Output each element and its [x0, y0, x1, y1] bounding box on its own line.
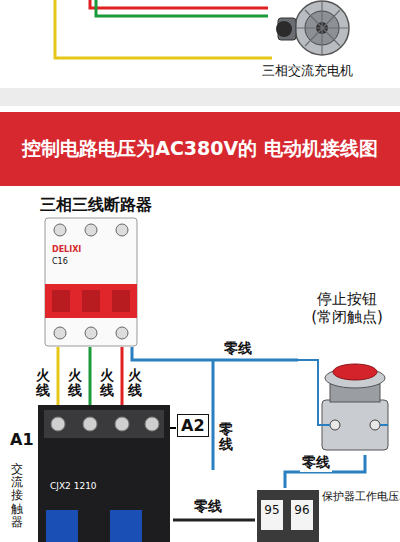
wire-label: 零线 [222, 340, 254, 358]
brand-mark: DELIXI [52, 245, 81, 254]
breaker-node: 三相三线断路器DELIXIC16 [40, 195, 145, 347]
rating-mark: C16 [52, 257, 68, 266]
terminal-label: A2 [177, 414, 209, 437]
part-label: 三相交流充电机 [262, 62, 353, 80]
wire [285, 455, 365, 488]
wire [173, 519, 255, 522]
part-heading: 三相三线断路器 [40, 195, 152, 216]
part-heading: 停止按钮 (常闭触点) [298, 290, 396, 326]
wire-label: 火线 [100, 368, 114, 399]
wire-label: 火线 [36, 368, 50, 399]
wire-label: 零线 [192, 498, 224, 516]
stop-button-illustration [298, 360, 388, 450]
contactor-illustration [38, 405, 176, 542]
separator-band [0, 88, 400, 106]
terminal-label: A1 [10, 430, 34, 449]
wire-label: 火线 [128, 368, 142, 399]
top-wires [55, 0, 272, 58]
contactor-node: 交流接触器 CJX2 1210 [8, 405, 173, 542]
wire [89, 347, 92, 405]
wire-label: 火线 [68, 368, 82, 399]
part-heading: 交流接触器 [11, 463, 23, 529]
terminal-number: 96 [291, 503, 313, 517]
wire-label: 零线 [300, 454, 332, 472]
wire-label: 零线 [219, 422, 233, 453]
banner-title: 控制电路电压为AC380V的 电动机接线图 [0, 136, 400, 162]
model-mark: CJX2 1210 [50, 481, 97, 491]
charger-node: 三相交流充电机 [262, 0, 372, 82]
terminal-number: 95 [261, 503, 283, 517]
breaker-illustration [45, 218, 137, 346]
title-banner [0, 112, 400, 186]
protector-node: 保护器工作电压220V和380V通用 95 96 [255, 488, 398, 542]
wire [132, 347, 298, 360]
charger-illustration [276, 1, 349, 55]
part-heading: 保护器工作电压220V和380V通用 [322, 490, 398, 503]
stop-button-node: 停止按钮 (常闭触点) [298, 290, 396, 455]
protector-illustration [257, 490, 319, 542]
